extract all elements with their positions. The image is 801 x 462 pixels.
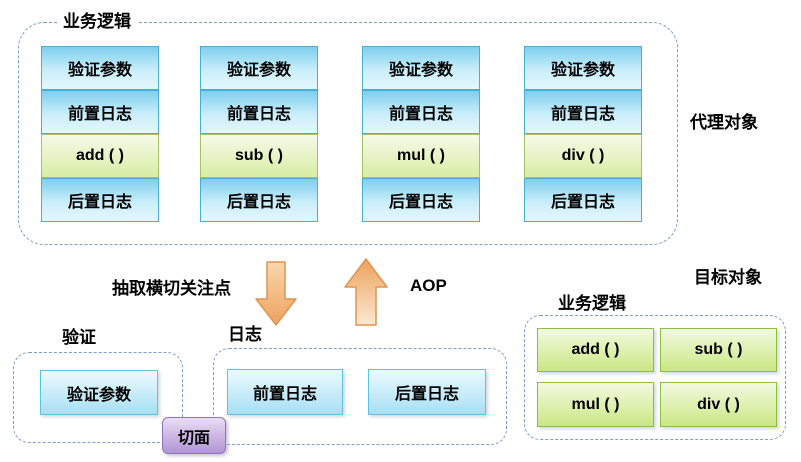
validation-aspect-label: 验证 xyxy=(56,328,102,348)
post-log-cell: 后置日志 xyxy=(524,178,642,222)
pre-log-cell: 前置日志 xyxy=(41,90,159,134)
aop-label: AOP xyxy=(410,276,447,295)
add-method-cell: add ( ) xyxy=(41,134,159,178)
mul-method-cell: mul ( ) xyxy=(362,134,480,178)
validate-params-cell: 验证参数 xyxy=(200,46,318,90)
div-method-cell: div ( ) xyxy=(524,134,642,178)
proxy-column-div: 验证参数 前置日志 div ( ) 后置日志 xyxy=(524,46,642,222)
log-aspect-label: 日志 xyxy=(222,325,268,345)
target-add-box: add ( ) xyxy=(537,328,654,372)
target-object-label: 目标对象 xyxy=(694,268,762,287)
validate-params-cell: 验证参数 xyxy=(524,46,642,90)
proxy-column-add: 验证参数 前置日志 add ( ) 后置日志 xyxy=(41,46,159,222)
extract-crosscut-label: 抽取横切关注点 xyxy=(112,279,231,298)
pre-log-cell: 前置日志 xyxy=(200,90,318,134)
pre-log-box: 前置日志 xyxy=(227,369,343,415)
post-log-box: 后置日志 xyxy=(368,369,486,415)
pre-log-cell: 前置日志 xyxy=(362,90,480,134)
post-log-cell: 后置日志 xyxy=(200,178,318,222)
post-log-cell: 后置日志 xyxy=(362,178,480,222)
post-log-cell: 后置日志 xyxy=(41,178,159,222)
target-sub-box: sub ( ) xyxy=(660,328,777,372)
validate-params-box: 验证参数 xyxy=(40,370,158,415)
target-container xyxy=(524,315,786,440)
proxy-object-container xyxy=(18,22,678,245)
down-arrow-icon xyxy=(255,261,297,326)
target-mul-box: mul ( ) xyxy=(537,382,654,427)
up-arrow-icon xyxy=(344,258,388,326)
proxy-column-mul: 验证参数 前置日志 mul ( ) 后置日志 xyxy=(362,46,480,222)
proxy-object-label: 代理对象 xyxy=(690,113,758,132)
validate-params-cell: 验证参数 xyxy=(362,46,480,90)
log-aspect-container xyxy=(213,348,507,445)
proxy-column-sub: 验证参数 前置日志 sub ( ) 后置日志 xyxy=(200,46,318,222)
aspect-badge: 切面 xyxy=(162,417,226,454)
validate-params-cell: 验证参数 xyxy=(41,46,159,90)
target-div-box: div ( ) xyxy=(660,382,777,427)
proxy-container-label: 业务逻辑 xyxy=(57,12,137,32)
target-business-logic-label: 业务逻辑 xyxy=(552,294,632,314)
validation-aspect-container xyxy=(13,352,183,443)
sub-method-cell: sub ( ) xyxy=(200,134,318,178)
pre-log-cell: 前置日志 xyxy=(524,90,642,134)
